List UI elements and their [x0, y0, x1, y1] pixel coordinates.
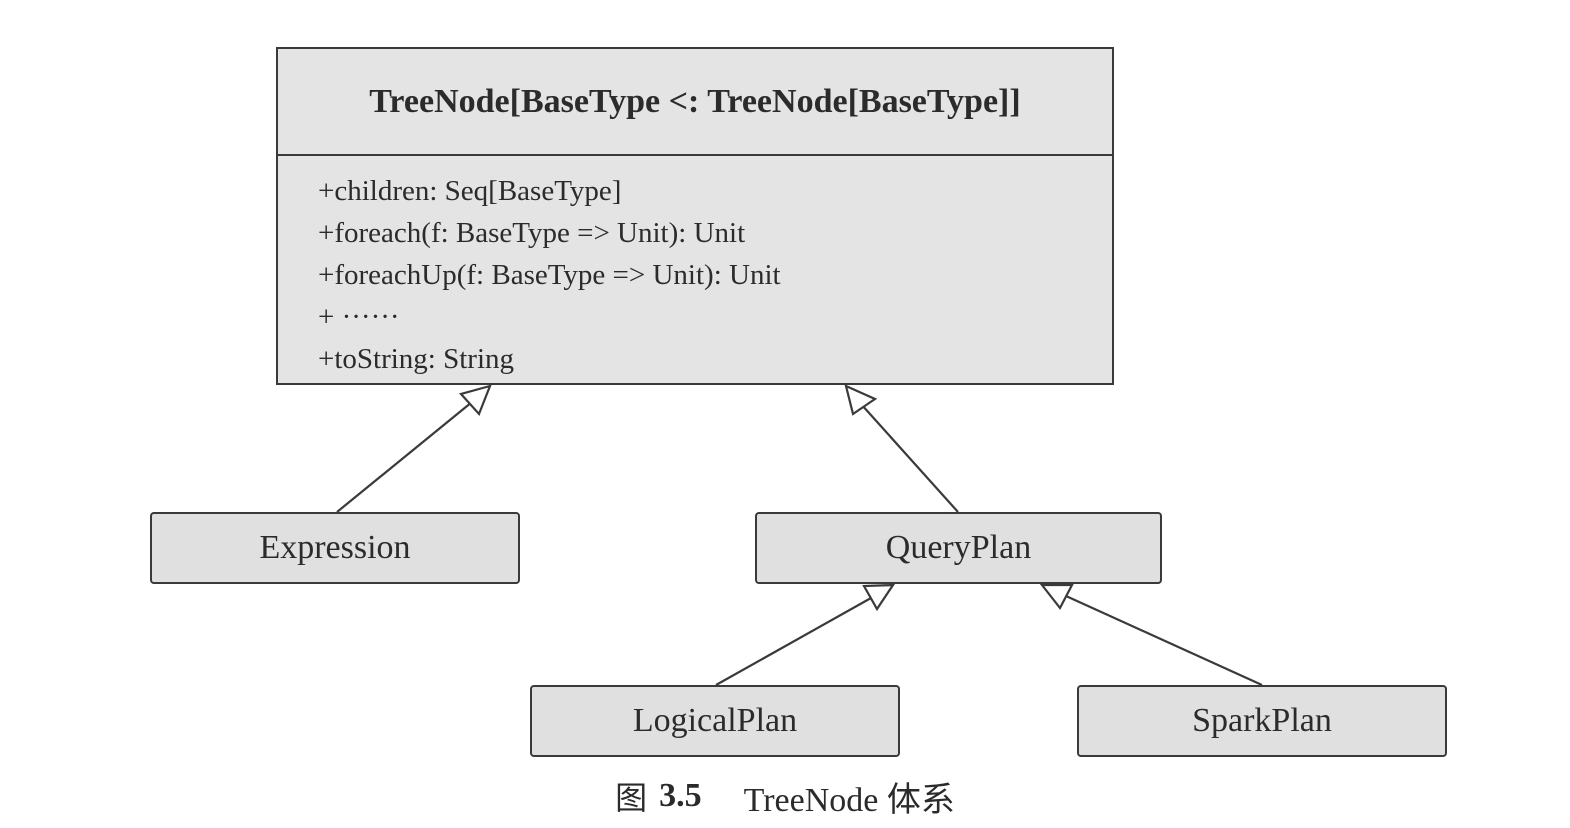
- caption-prefix: 图: [615, 779, 648, 817]
- edge-queryplan-treenode: [860, 403, 959, 513]
- sparkplan-node: SparkPlan: [1077, 685, 1447, 757]
- edge-expression-treenode: [336, 401, 473, 513]
- class-member: +foreach(f: BaseType => Unit): Unit: [318, 217, 746, 249]
- caption-title: TreeNode 体系: [743, 781, 955, 819]
- inheritance-arrowhead: [458, 384, 492, 417]
- edge-logicalplan-queryplan: [715, 597, 872, 686]
- class-member: +foreachUp(f: BaseType => Unit): Unit: [318, 259, 781, 291]
- treenode-class-box: TreeNode[BaseType <: TreeNode[BaseType]]…: [276, 47, 1114, 385]
- treenode-class-members: +children: Seq[BaseType] +foreach(f: Bas…: [278, 156, 1112, 380]
- class-member: + ······: [318, 301, 400, 333]
- class-member: +children: Seq[BaseType]: [318, 175, 622, 207]
- treenode-class-title: TreeNode[BaseType <: TreeNode[BaseType]]: [278, 49, 1112, 156]
- logicalplan-node: LogicalPlan: [530, 685, 900, 757]
- class-member: +toString: String: [318, 343, 515, 375]
- edge-sparkplan-queryplan: [1065, 594, 1263, 687]
- caption-number: 3.5: [659, 777, 702, 814]
- inheritance-arrowhead: [1039, 583, 1074, 611]
- expression-node: Expression: [150, 512, 520, 584]
- inheritance-arrowhead: [862, 583, 896, 612]
- inheritance-arrowhead: [844, 384, 878, 416]
- figure-caption: 图 3.5 TreeNode 体系: [0, 770, 1570, 822]
- queryplan-node: QueryPlan: [755, 512, 1162, 584]
